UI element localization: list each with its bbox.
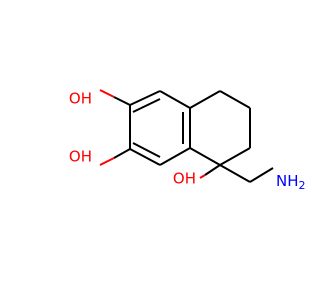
bond-oh-top-colored: [99, 89, 115, 98]
bond-sat-bottom-left: [189, 147, 221, 166]
nh2-subscript: 2: [299, 179, 306, 192]
bond-sat-bottom-right: [219, 147, 251, 166]
bond-c-ch2: [219, 164, 251, 183]
bond-ring-bottom-double: [132, 142, 161, 158]
bond-ring-bottom: [129, 148, 161, 166]
oh-middle-label: OH: [69, 148, 92, 166]
nh2-label: NH2: [276, 172, 306, 193]
bond-sat-top-right: [219, 90, 251, 109]
oh-top-label: OH: [69, 90, 92, 108]
bond-oh-middle-colored: [99, 157, 115, 166]
bond-ch2-n: [249, 167, 274, 183]
bond-c-oh-top: [113, 96, 131, 106]
bond-c-oh-bottom: [204, 164, 221, 176]
molecule-structure: OH OH OH NH2: [69, 89, 306, 192]
oh-bottom-label: OH: [173, 170, 196, 188]
bond-sat-top-left: [189, 90, 221, 109]
bond-ring-lower-right: [159, 147, 191, 166]
molecule-canvas: OH OH OH NH2: [68, 89, 306, 192]
bond-c-oh-middle: [113, 148, 131, 159]
bond-oh-bottom-colored: [199, 174, 206, 179]
bond-ring-upper-right: [159, 90, 191, 109]
bond-ring-top-double: [132, 98, 161, 113]
bond-ring-top: [129, 90, 161, 106]
nh2-main: NH: [276, 172, 299, 190]
